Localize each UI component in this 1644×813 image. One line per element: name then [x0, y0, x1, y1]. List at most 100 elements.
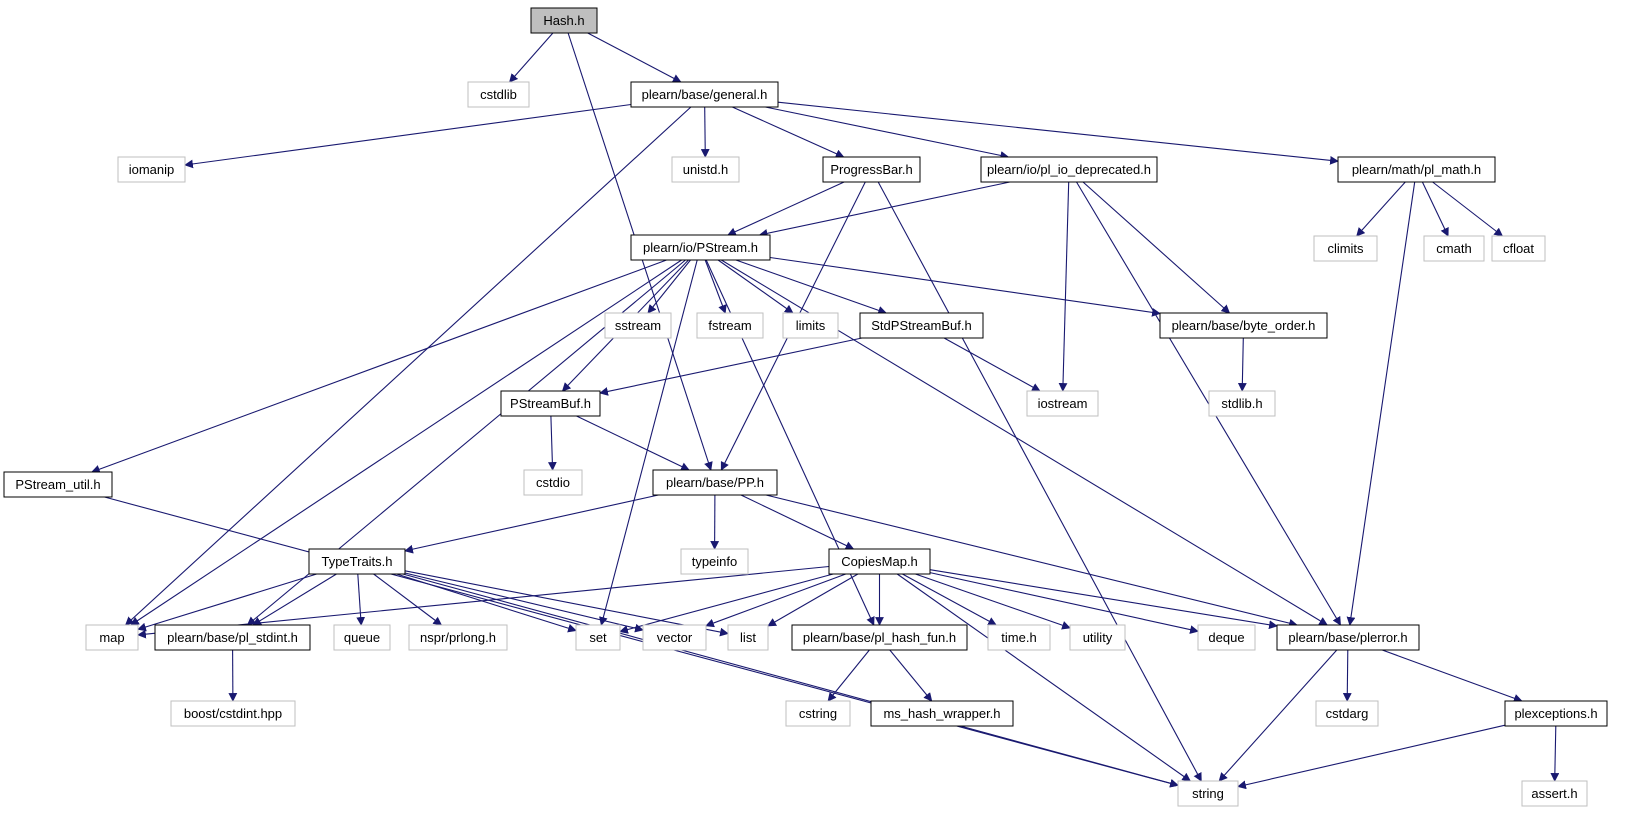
node-limits: limits	[782, 312, 839, 339]
node-box	[3, 471, 113, 498]
node-typetraits[interactable]: TypeTraits.h	[308, 548, 406, 575]
node-iostream: iostream	[1026, 390, 1099, 417]
node-queue: queue	[333, 624, 391, 651]
node-box	[859, 312, 984, 339]
node-stdpsb[interactable]: StdPStreamBuf.h	[859, 312, 984, 339]
node-progressbar[interactable]: ProgressBar.h	[822, 156, 921, 183]
node-box	[530, 7, 598, 34]
node-label: queue	[344, 630, 380, 645]
node-label: boost/cstdint.hpp	[184, 706, 282, 721]
node-label: typeinfo	[692, 554, 738, 569]
node-pstreamutil[interactable]: PStream_util.h	[3, 471, 113, 498]
node-label: plexceptions.h	[1514, 706, 1597, 721]
node-box	[696, 312, 764, 339]
edge-pstream-to-pstreamutil	[91, 259, 667, 474]
node-label: cstring	[799, 706, 837, 721]
edge-general-to-unistd	[700, 106, 710, 158]
node-box	[1313, 235, 1378, 262]
node-pstream[interactable]: plearn/io/PStream.h	[630, 234, 771, 261]
edge-pliodep-to-iostream	[1058, 181, 1070, 392]
node-box	[1159, 312, 1328, 339]
node-mshash[interactable]: ms_hash_wrapper.h	[870, 700, 1014, 727]
edge-hash-to-general	[587, 32, 682, 83]
node-general[interactable]: plearn/base/general.h	[630, 81, 779, 108]
node-label: plearn/base/PP.h	[666, 475, 764, 490]
node-pstreambuf[interactable]: PStreamBuf.h	[500, 390, 601, 417]
node-plhashfun[interactable]: plearn/base/pl_hash_fun.h	[791, 624, 968, 651]
node-label: plearn/base/general.h	[642, 87, 768, 102]
node-boostcstdint: boost/cstdint.hpp	[170, 700, 296, 727]
node-fstream: fstream	[696, 312, 764, 339]
node-box	[333, 624, 391, 651]
node-plstdint[interactable]: plearn/base/pl_stdint.h	[154, 624, 311, 651]
node-hash[interactable]: Hash.h	[530, 7, 598, 34]
node-stdlibh: stdlib.h	[1208, 390, 1276, 417]
node-box	[828, 548, 931, 575]
node-plmath[interactable]: plearn/math/pl_math.h	[1337, 156, 1496, 183]
node-label: limits	[796, 318, 826, 333]
node-box	[791, 624, 968, 651]
edge-general-to-pliodep	[765, 106, 1010, 160]
node-box	[523, 469, 583, 496]
node-label: plearn/base/byte_order.h	[1172, 318, 1316, 333]
node-byteorder[interactable]: plearn/base/byte_order.h	[1159, 312, 1328, 339]
node-plerror[interactable]: plearn/base/plerror.h	[1276, 624, 1420, 651]
node-copiesmap[interactable]: CopiesMap.h	[828, 548, 931, 575]
node-label: Hash.h	[543, 13, 584, 28]
edge-copiesmap-to-timeh	[902, 573, 997, 626]
node-box	[987, 624, 1051, 651]
node-label: time.h	[1001, 630, 1036, 645]
node-box	[980, 156, 1158, 183]
edge-copiesmap-to-list	[767, 573, 859, 627]
node-box	[671, 156, 740, 183]
node-label: set	[589, 630, 607, 645]
node-box	[1521, 780, 1588, 807]
edge-plmath-to-cmath	[1421, 181, 1449, 237]
edge-copiesmap-to-map	[137, 565, 830, 639]
node-unistd: unistd.h	[671, 156, 740, 183]
node-pp[interactable]: plearn/base/PP.h	[652, 469, 778, 496]
node-label: cfloat	[1503, 241, 1534, 256]
edge-typetraits-to-list	[404, 570, 729, 637]
edges-layer	[91, 32, 1560, 790]
node-label: plearn/base/pl_stdint.h	[167, 630, 298, 645]
node-cstring: cstring	[785, 700, 851, 727]
node-cstdio: cstdio	[523, 469, 583, 496]
node-box	[1315, 700, 1379, 727]
edge-pp-to-copiesmap	[740, 494, 855, 550]
node-label: climits	[1327, 241, 1364, 256]
node-box	[604, 312, 672, 339]
node-pliodep[interactable]: plearn/io/pl_io_deprecated.h	[980, 156, 1158, 183]
edge-pstream-to-set	[599, 259, 698, 626]
edge-copiesmap-to-deque	[929, 572, 1199, 634]
edge-plerror-to-plexceptions	[1382, 649, 1523, 703]
edge-hash-to-cstdlib	[509, 32, 554, 83]
node-label: iomanip	[129, 162, 175, 177]
node-box	[1504, 700, 1608, 727]
node-label: StdPStreamBuf.h	[871, 318, 971, 333]
edge-pstream-to-byteorder	[769, 256, 1161, 317]
node-box	[170, 700, 296, 727]
edge-typetraits-to-string	[402, 573, 1179, 788]
node-label: plearn/base/pl_hash_fun.h	[803, 630, 956, 645]
edge-general-to-plmath	[777, 101, 1339, 165]
node-label: assert.h	[1531, 786, 1577, 801]
node-timeh: time.h	[987, 624, 1051, 651]
edge-plexceptions-to-string	[1237, 724, 1506, 790]
node-cfloat: cfloat	[1491, 235, 1546, 262]
node-prlong: nspr/prlong.h	[408, 624, 508, 651]
edge-stdpsb-to-iostream	[943, 337, 1041, 392]
node-plexceptions[interactable]: plexceptions.h	[1504, 700, 1608, 727]
node-map: map	[85, 624, 139, 651]
node-label: PStreamBuf.h	[510, 396, 591, 411]
node-box	[117, 156, 186, 183]
node-label: vector	[657, 630, 693, 645]
edge-general-to-map	[124, 106, 692, 626]
node-label: plearn/io/pl_io_deprecated.h	[987, 162, 1151, 177]
node-box	[727, 624, 769, 651]
edge-copiesmap-to-string	[896, 573, 1192, 782]
edge-copiesmap-to-plerror	[929, 569, 1278, 630]
node-label: nspr/prlong.h	[420, 630, 496, 645]
node-box	[408, 624, 508, 651]
node-box	[822, 156, 921, 183]
